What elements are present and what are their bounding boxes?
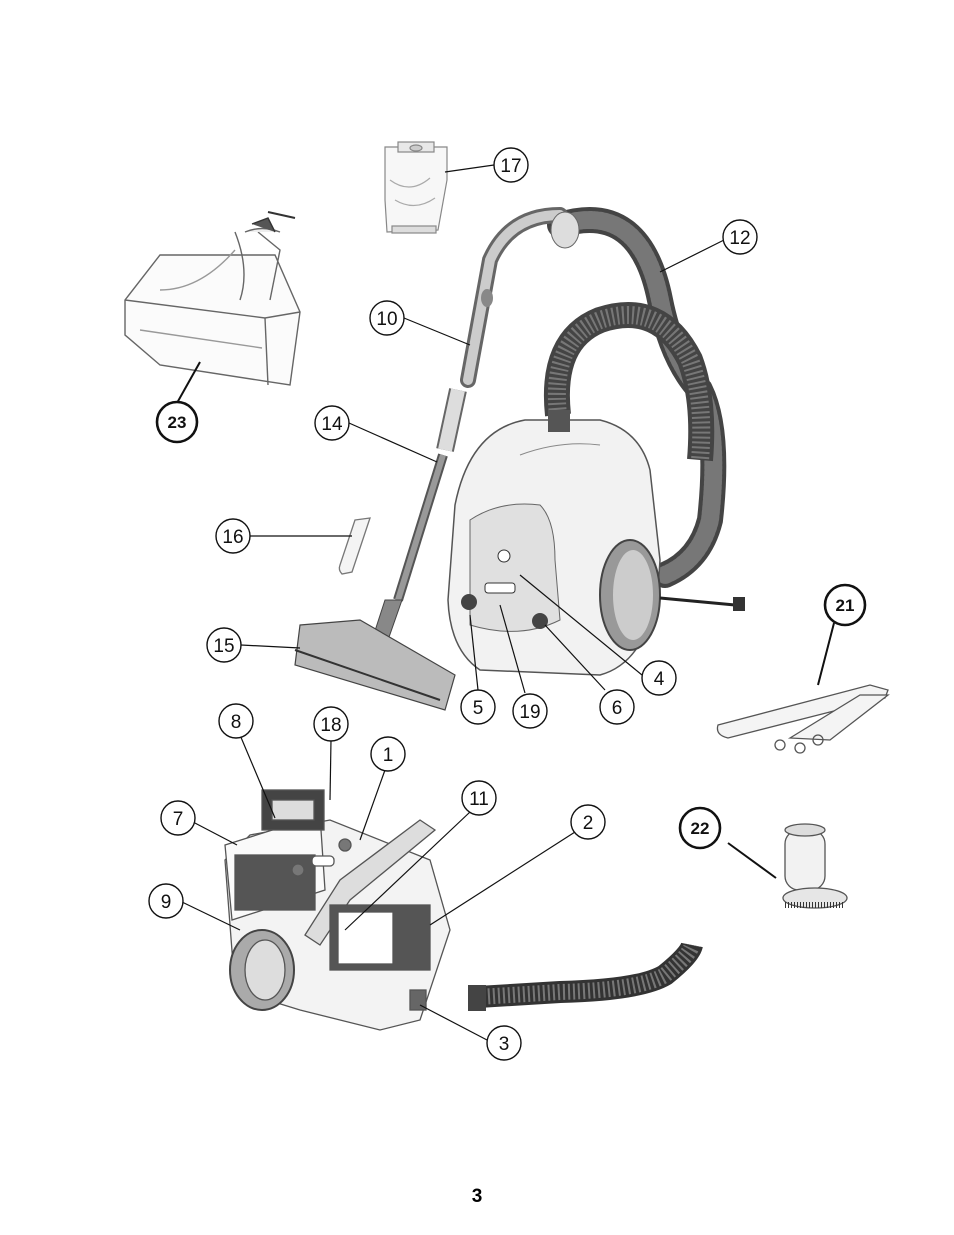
shoulder-strap-icon bbox=[717, 685, 888, 753]
callout-2-label: 2 bbox=[583, 813, 594, 834]
callout-19: 19 bbox=[513, 694, 547, 728]
callout-10-label: 10 bbox=[376, 309, 397, 330]
callout-21-label: 21 bbox=[836, 596, 855, 615]
dust-bag-icon bbox=[385, 142, 447, 233]
callout-23: 23 bbox=[157, 402, 197, 442]
callout-6: 6 bbox=[600, 690, 634, 724]
callout-9-label: 9 bbox=[161, 892, 172, 913]
callout-7-label: 7 bbox=[173, 809, 184, 830]
callout-16-label: 16 bbox=[222, 527, 243, 548]
callout-11: 11 bbox=[462, 781, 496, 815]
callout-22-label: 22 bbox=[691, 819, 710, 838]
callout-8: 8 bbox=[219, 704, 253, 738]
callout-15: 15 bbox=[207, 628, 241, 662]
callout-12: 12 bbox=[723, 220, 757, 254]
callout-11-label: 11 bbox=[469, 789, 489, 810]
callout-4: 4 bbox=[642, 661, 676, 695]
callout-17-label: 17 bbox=[500, 156, 521, 177]
callout-21: 21 bbox=[825, 585, 865, 625]
callout-4-label: 4 bbox=[654, 669, 665, 690]
callout-15-label: 15 bbox=[213, 636, 234, 657]
callout-2: 2 bbox=[571, 805, 605, 839]
callout-16: 16 bbox=[216, 519, 250, 553]
callout-7: 7 bbox=[161, 801, 195, 835]
callout-3: 3 bbox=[487, 1026, 521, 1060]
callout-18: 18 bbox=[314, 707, 348, 741]
callout-23-label: 23 bbox=[168, 413, 187, 432]
callout-22: 22 bbox=[680, 808, 720, 848]
callout-10: 10 bbox=[370, 301, 404, 335]
callout-17: 17 bbox=[494, 148, 528, 182]
callout-14: 14 bbox=[315, 406, 349, 440]
vacuum-cleaner-assembled-icon bbox=[295, 212, 745, 710]
callout-9: 9 bbox=[149, 884, 183, 918]
callout-5: 5 bbox=[461, 690, 495, 724]
callout-3-label: 3 bbox=[499, 1034, 510, 1055]
callout-1: 1 bbox=[371, 737, 405, 771]
callout-12-label: 12 bbox=[729, 228, 750, 249]
callout-8-label: 8 bbox=[231, 712, 242, 733]
vacuum-body-open-icon bbox=[225, 790, 450, 1030]
callout-1-label: 1 bbox=[383, 745, 394, 766]
callout-5-label: 5 bbox=[473, 698, 484, 719]
crevice-tool-icon bbox=[339, 518, 370, 574]
page-number: 3 bbox=[0, 1186, 954, 1208]
callout-19-label: 19 bbox=[519, 702, 540, 723]
turbo-brush-icon bbox=[125, 212, 300, 385]
flexible-hose-icon bbox=[468, 945, 692, 1011]
dusting-brush-icon bbox=[783, 824, 847, 908]
callout-6-label: 6 bbox=[612, 698, 623, 719]
callout-18-label: 18 bbox=[320, 715, 341, 736]
callout-14-label: 14 bbox=[321, 414, 343, 435]
